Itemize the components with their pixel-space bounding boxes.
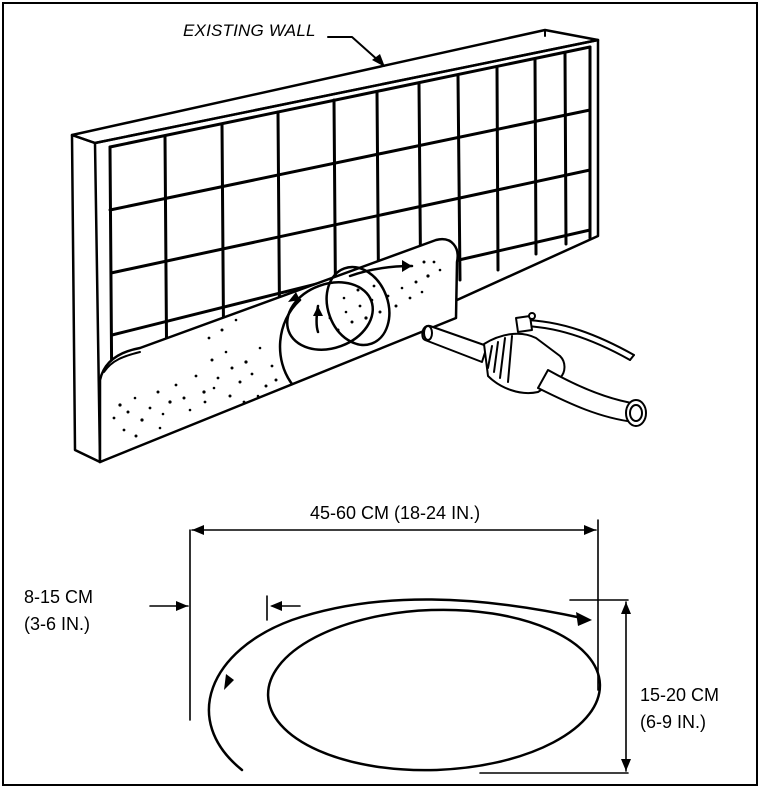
height-imperial: (6-9 IN.): [640, 712, 707, 732]
wall-label-arrowhead: [372, 54, 385, 67]
height-metric: 15-20 CM: [640, 685, 720, 705]
dimension-lines: [149, 519, 629, 774]
offset-imperial: (3-6 IN.): [24, 614, 91, 634]
height-dimension-label: 15-20 CM (6-9 IN.): [640, 682, 719, 736]
spray-texture: [112, 260, 442, 438]
wall-label: EXISTING WALL: [183, 21, 316, 40]
offset-metric: 8-15 CM: [24, 587, 94, 607]
offset-dimension-label: 8-15 CM (3-6 IN.): [24, 584, 93, 638]
spray-path-diagram: [207, 598, 602, 772]
spray-direction-arrows: [288, 260, 412, 316]
spray-gun: [421, 312, 647, 427]
width-dimension-label: 45-60 CM (18-24 IN.): [310, 503, 481, 523]
wall-label-leader: [327, 36, 381, 63]
spray-path-arrows: [224, 612, 592, 690]
dimension-arrowheads: [176, 525, 631, 771]
